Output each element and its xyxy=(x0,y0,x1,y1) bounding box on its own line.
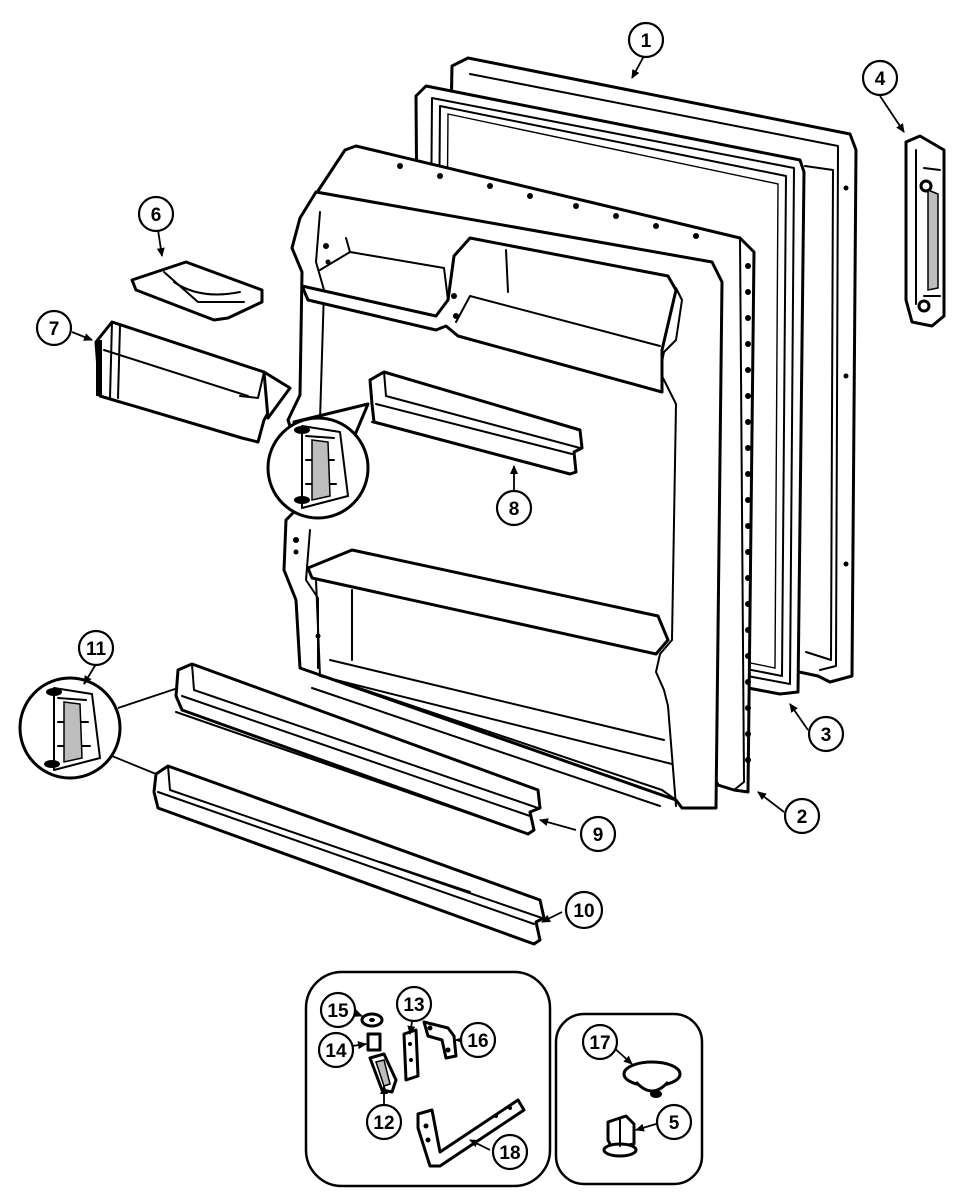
callout-label: 7 xyxy=(49,319,60,340)
callout-label: 16 xyxy=(467,1031,488,1052)
callout-label: 2 xyxy=(797,807,808,828)
callout-label: 8 xyxy=(509,499,520,520)
callout-4: 4 xyxy=(861,59,899,97)
callout-17: 17 xyxy=(581,1023,619,1061)
callout-15: 15 xyxy=(319,991,357,1029)
cap-and-stop-box xyxy=(554,1012,704,1186)
callout-label: 11 xyxy=(86,639,107,660)
callout-6: 6 xyxy=(137,195,175,233)
door-handle xyxy=(904,134,946,328)
dairy-tray xyxy=(130,260,264,322)
callout-label: 17 xyxy=(589,1033,610,1054)
end-cap-detail-circle xyxy=(18,676,179,780)
callout-label: 4 xyxy=(875,69,886,90)
callout-label: 6 xyxy=(151,205,162,226)
callout-label: 10 xyxy=(573,901,594,922)
callout-label: 13 xyxy=(403,995,424,1016)
callout-label: 12 xyxy=(373,1113,394,1134)
rail-end-cap-detail xyxy=(266,402,370,520)
bottom-shelf-rail xyxy=(152,764,546,946)
callout-16: 16 xyxy=(459,1021,497,1059)
callout-14: 14 xyxy=(317,1031,355,1069)
callout-2: 2 xyxy=(783,797,821,835)
leader-lines xyxy=(71,55,905,1151)
callout-label: 9 xyxy=(593,825,604,846)
callout-12: 12 xyxy=(365,1103,403,1141)
callout-label: 14 xyxy=(325,1041,347,1062)
callout-label: 15 xyxy=(327,1001,349,1022)
callout-5: 5 xyxy=(655,1103,693,1141)
callout-8: 8 xyxy=(495,489,533,527)
door-bin xyxy=(94,320,292,444)
callout-10: 10 xyxy=(564,890,604,930)
callout-9: 9 xyxy=(579,815,617,853)
callout-7: 7 xyxy=(35,309,73,347)
callout-11: 11 xyxy=(77,629,115,667)
callout-label: 3 xyxy=(821,725,832,746)
bushing-part xyxy=(366,1032,382,1052)
callout-18: 18 xyxy=(491,1133,529,1171)
shim-part xyxy=(402,1028,420,1082)
callout-3: 3 xyxy=(807,715,845,753)
callout-label: 18 xyxy=(499,1143,520,1164)
callout-13: 13 xyxy=(395,985,433,1023)
callout-label: 1 xyxy=(641,31,652,52)
upper-shelf-rail xyxy=(368,370,584,476)
callout-1: 1 xyxy=(627,21,665,59)
callout-label: 5 xyxy=(669,1113,680,1134)
lower-shelf-rail xyxy=(174,662,542,836)
